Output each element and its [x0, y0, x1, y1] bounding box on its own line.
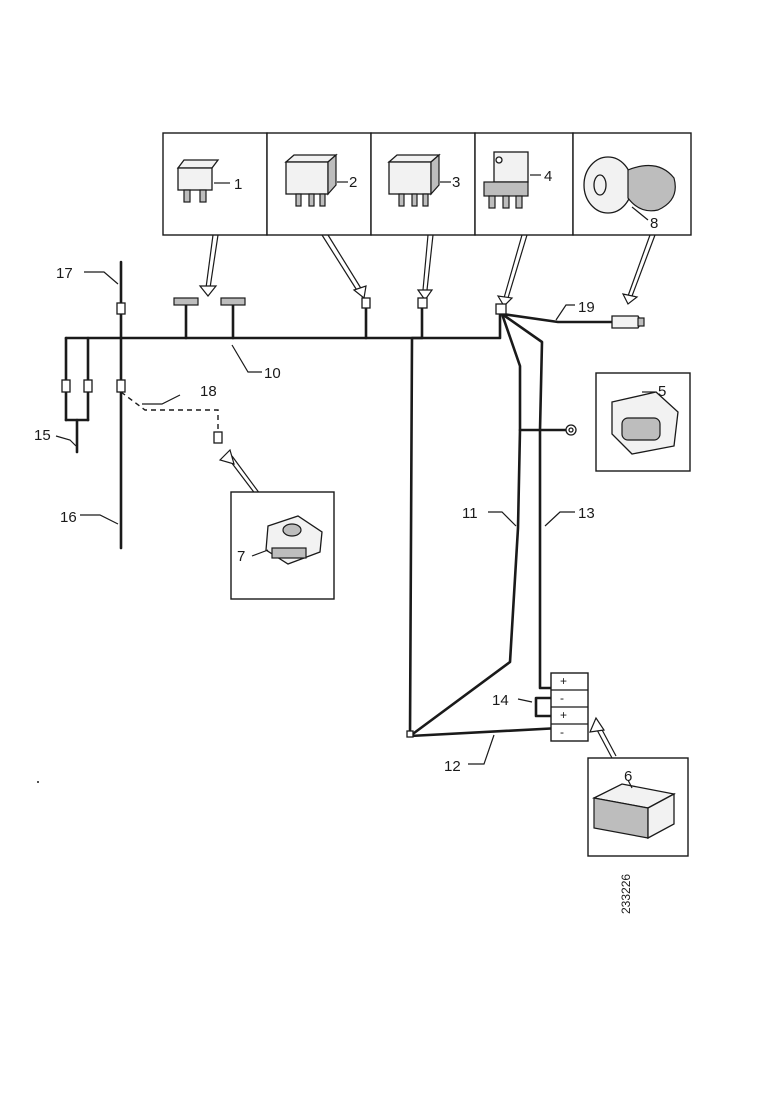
top-leaders: [198, 234, 656, 307]
battery-terminal-block: + - + -: [550, 672, 617, 759]
callout-18: 18: [200, 383, 217, 400]
callout-19: 19: [578, 299, 595, 316]
callout-leaders: [55, 271, 575, 765]
callout-labels: 1 2 3 4 8 17 10 18 15 16 7 19 5 11 13 14…: [34, 168, 666, 785]
fuse-part-1: [176, 159, 230, 203]
sensor-part-8: [583, 156, 676, 221]
callout-12: 12: [444, 758, 461, 775]
callout-6: 6: [624, 768, 632, 785]
drawing-number: 233226: [619, 874, 633, 914]
harness-connectors: [61, 297, 645, 738]
callout-16: 16: [60, 509, 77, 526]
callout-15: 15: [34, 427, 51, 444]
relay-part-3: [387, 153, 451, 207]
terminal-1: +: [560, 674, 567, 688]
callout-13: 13: [578, 505, 595, 522]
dashed-wire-18: [120, 391, 261, 496]
terminal-2: -: [560, 691, 564, 705]
switch-part-7: [230, 491, 335, 600]
wire-13: [500, 312, 560, 690]
callout-8: 8: [650, 215, 658, 232]
callout-10: 10: [264, 365, 281, 382]
relay-part-2: [284, 153, 348, 207]
callout-5: 5: [658, 383, 666, 400]
wire-19: [500, 312, 614, 324]
wire-12: [408, 304, 562, 738]
callout-3: 3: [452, 174, 460, 191]
stray-dot: [37, 781, 39, 783]
terminal-3: +: [560, 708, 567, 722]
control-unit-part-6: [587, 757, 689, 857]
relay-part-4: [483, 151, 541, 209]
callout-1: 1: [234, 176, 242, 193]
callout-11: 11: [462, 505, 478, 522]
switch-part-5: [595, 372, 691, 472]
callout-2: 2: [349, 174, 357, 191]
callout-7: 7: [237, 548, 245, 565]
wire-10: [64, 311, 502, 340]
callout-4: 4: [544, 168, 552, 185]
callout-14: 14: [492, 692, 509, 709]
terminal-4: -: [560, 725, 564, 739]
main-harness: [64, 260, 614, 738]
wire-11: [408, 312, 522, 738]
callout-17: 17: [56, 265, 73, 282]
